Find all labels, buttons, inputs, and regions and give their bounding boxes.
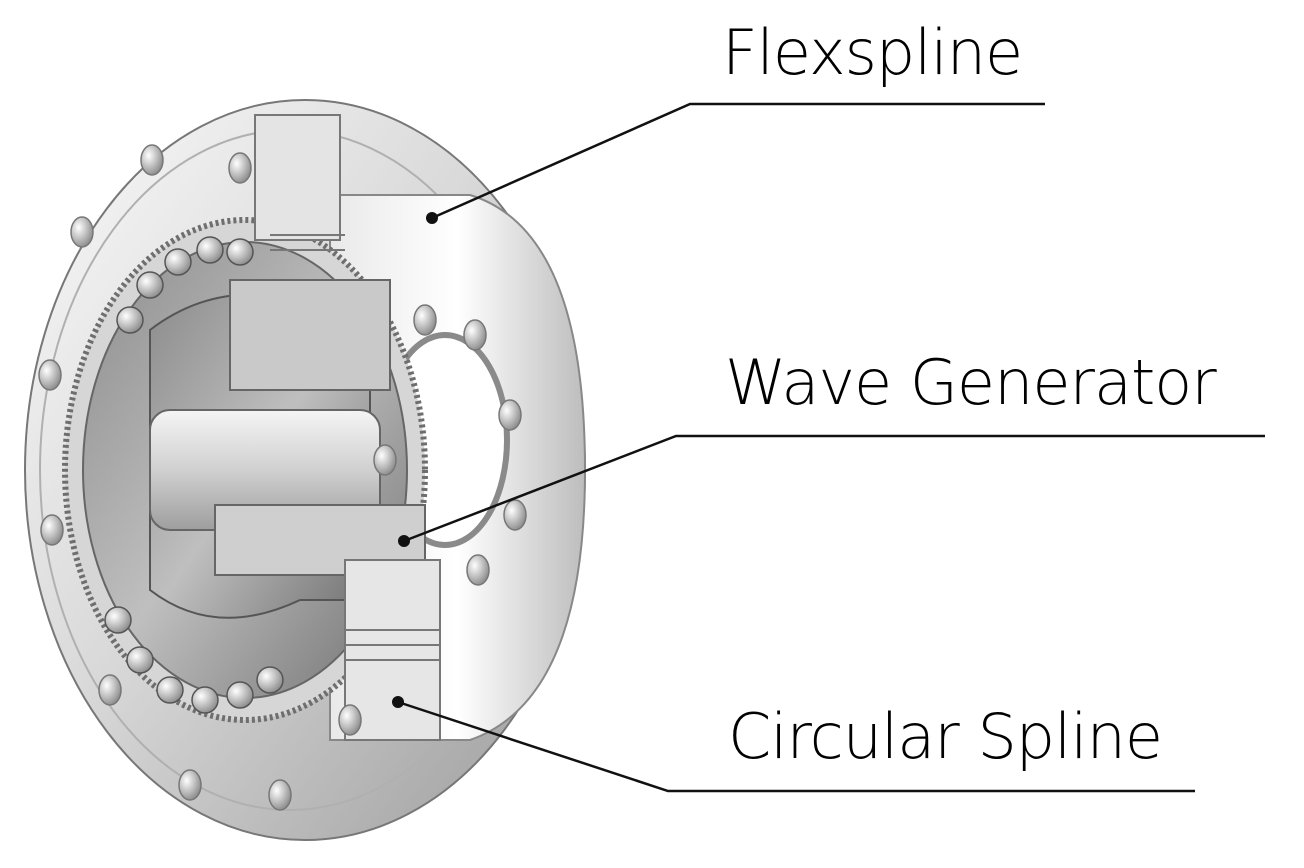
wave-generator-dot [398,535,410,547]
flexspline-dot [426,212,438,224]
callout-leaders [397,102,1265,793]
circular-spline-label: Circular Spline [728,700,1163,773]
flexspline-leader [431,102,1045,220]
flange-bolts [38,144,527,811]
wave-generator-label: Wave Generator [725,346,1217,419]
callout-dots [392,212,438,708]
wave-generator-leader [403,434,1265,543]
circular-spline-leader [397,700,1195,793]
bearing-balls [104,236,284,714]
section-blocks [254,114,441,741]
circular-spline-dot [392,696,404,708]
flexspline-label: Flexspline [722,16,1023,89]
